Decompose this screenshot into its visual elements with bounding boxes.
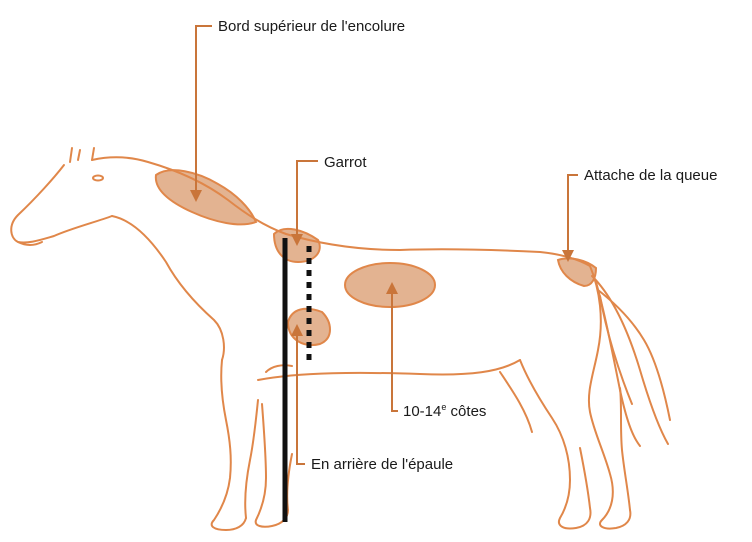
label-neck-crest: Bord supérieur de l'encolure [218,18,405,36]
label-tail-attachment: Attache de la queue [584,167,717,185]
label-ribs-number: 10-14 [403,403,441,420]
arrow-tail [568,175,578,256]
arrow-shoulder [297,330,305,464]
zone-tail-attachment [558,258,596,286]
label-withers: Garrot [324,154,367,172]
label-ribs: 10-14e côtes [403,403,486,422]
zone-ribs [345,263,435,307]
zone-neck-crest [156,170,256,224]
label-ribs-word: côtes [446,403,486,420]
callout-arrows [196,26,578,464]
arrow-neck [196,26,212,196]
label-behind-shoulder: En arrière de l'épaule [311,456,453,474]
label-ribs-superscript: e [441,402,446,412]
arrow-withers [297,161,318,240]
zone-shoulder [288,309,330,345]
